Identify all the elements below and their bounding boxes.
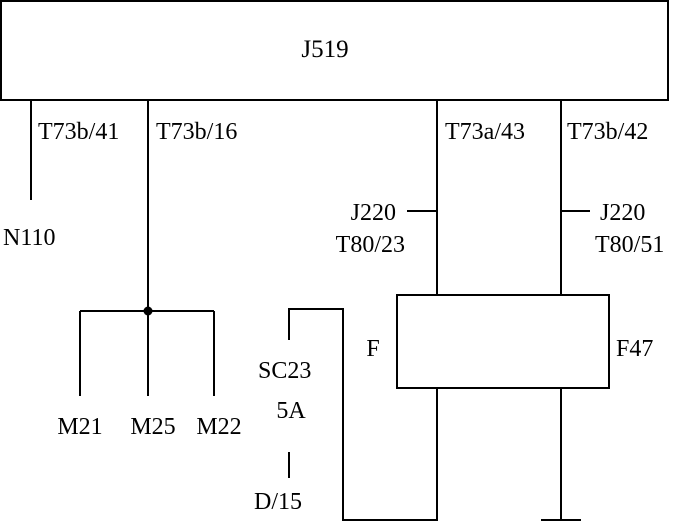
n110-label: N110 [3, 225, 55, 251]
t80-51-label: T80/51 [595, 232, 664, 258]
sc23-label: SC23 [258, 358, 311, 384]
f47-label: F47 [616, 336, 653, 362]
m21-label: M21 [57, 414, 102, 440]
fuse-rating-label: 5A [276, 398, 306, 424]
f47-module-box [396, 294, 610, 389]
wire-sc23-loop [288, 308, 438, 521]
pin-t73b-41-label: T73b/41 [38, 119, 119, 145]
f-label: F [366, 336, 379, 362]
pin-t73b-16-label: T73b/16 [156, 119, 237, 145]
d15-label: D/15 [254, 489, 302, 515]
j519-module-box [0, 0, 669, 101]
pin-t73b-42-label: T73b/42 [567, 119, 648, 145]
t80-23-label: T80/23 [336, 232, 405, 258]
j519-label: J519 [301, 36, 348, 63]
j220-right-label: J220 [600, 200, 645, 226]
j220-left-label: J220 [351, 200, 396, 226]
m25-label: M25 [130, 414, 175, 440]
m22-label: M22 [196, 414, 241, 440]
pin-t73a-43-label: T73a/43 [445, 119, 525, 145]
